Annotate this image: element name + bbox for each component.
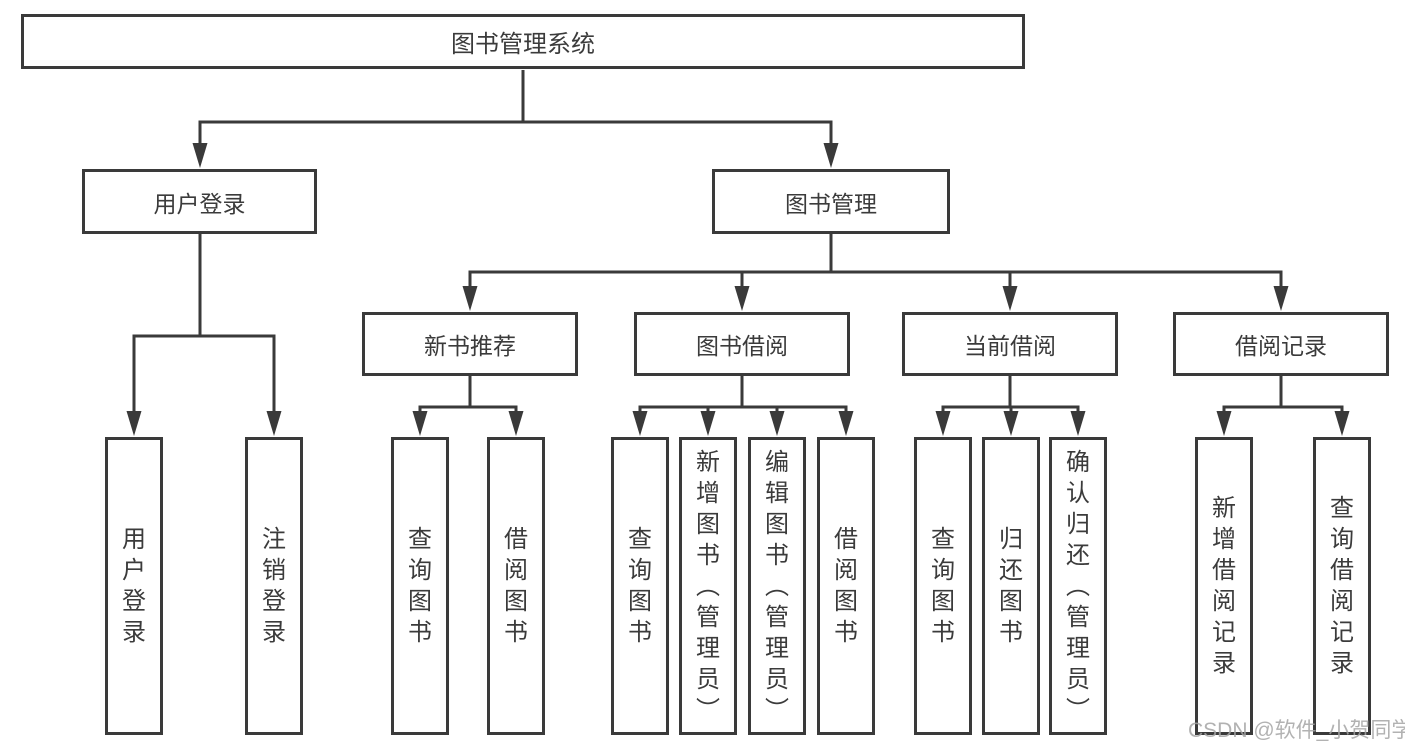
node-user-login: 用户登录 — [82, 169, 317, 234]
connector-borrow-records-children — [1222, 375, 1344, 413]
leaf-query-books-recommend: 查询图书 — [391, 437, 449, 735]
leaf-confirm-return-admin: 确认归还︵管理员︶ — [1049, 437, 1107, 735]
arrowhead — [1273, 286, 1289, 311]
arrowhead — [508, 411, 524, 436]
csdn-watermark: CSDN @软件_小贺同学 — [1188, 719, 1405, 742]
arrowhead — [1002, 286, 1018, 311]
node-current-borrow: 当前借阅 — [902, 312, 1118, 376]
arrowhead — [935, 411, 951, 436]
arrowhead — [412, 411, 428, 436]
arrowhead — [1334, 411, 1350, 436]
leaf-logout-login: 注销登录 — [245, 437, 303, 735]
connector-root-to-level2 — [198, 70, 833, 145]
connector-user-login-children — [132, 233, 276, 413]
arrowhead — [838, 411, 854, 436]
arrowhead — [462, 286, 478, 311]
leaf-return-books: 归还图书 — [982, 437, 1040, 735]
connector-book-borrow-children — [638, 375, 848, 413]
arrowhead — [1070, 411, 1086, 436]
arrowhead — [769, 411, 785, 436]
connector-book-management-children — [468, 233, 1283, 288]
node-library-management-system: 图书管理系统 — [21, 14, 1025, 69]
leaf-query-books-borrow: 查询图书 — [611, 437, 669, 735]
arrowhead — [632, 411, 648, 436]
leaf-query-borrow-record: 查询借阅记录 — [1313, 437, 1371, 735]
leaf-add-borrow-record: 新增借阅记录 — [1195, 437, 1253, 735]
arrowhead — [126, 411, 142, 436]
connector-new-book-children — [418, 375, 518, 413]
arrowhead — [823, 143, 839, 168]
leaf-borrow-books: 借阅图书 — [817, 437, 875, 735]
node-book-management: 图书管理 — [712, 169, 950, 234]
arrowhead — [1216, 411, 1232, 436]
arrowhead — [700, 411, 716, 436]
arrowhead — [734, 286, 750, 311]
leaf-add-books-admin: 新增图书︵管理员︶ — [679, 437, 737, 735]
leaf-user-login: 用户登录 — [105, 437, 163, 735]
node-book-borrow: 图书借阅 — [634, 312, 850, 376]
node-borrow-records: 借阅记录 — [1173, 312, 1389, 376]
arrowheads — [126, 143, 1350, 436]
arrowhead — [192, 143, 208, 168]
arrowhead — [266, 411, 282, 436]
arrowhead — [1003, 411, 1019, 436]
leaf-borrow-books-recommend: 借阅图书 — [487, 437, 545, 735]
leaf-edit-books-admin: 编辑图书︵管理员︶ — [748, 437, 806, 735]
leaf-query-books-current: 查询图书 — [914, 437, 972, 735]
node-new-book-recommend: 新书推荐 — [362, 312, 578, 376]
connector-current-borrow-children — [941, 375, 1080, 413]
